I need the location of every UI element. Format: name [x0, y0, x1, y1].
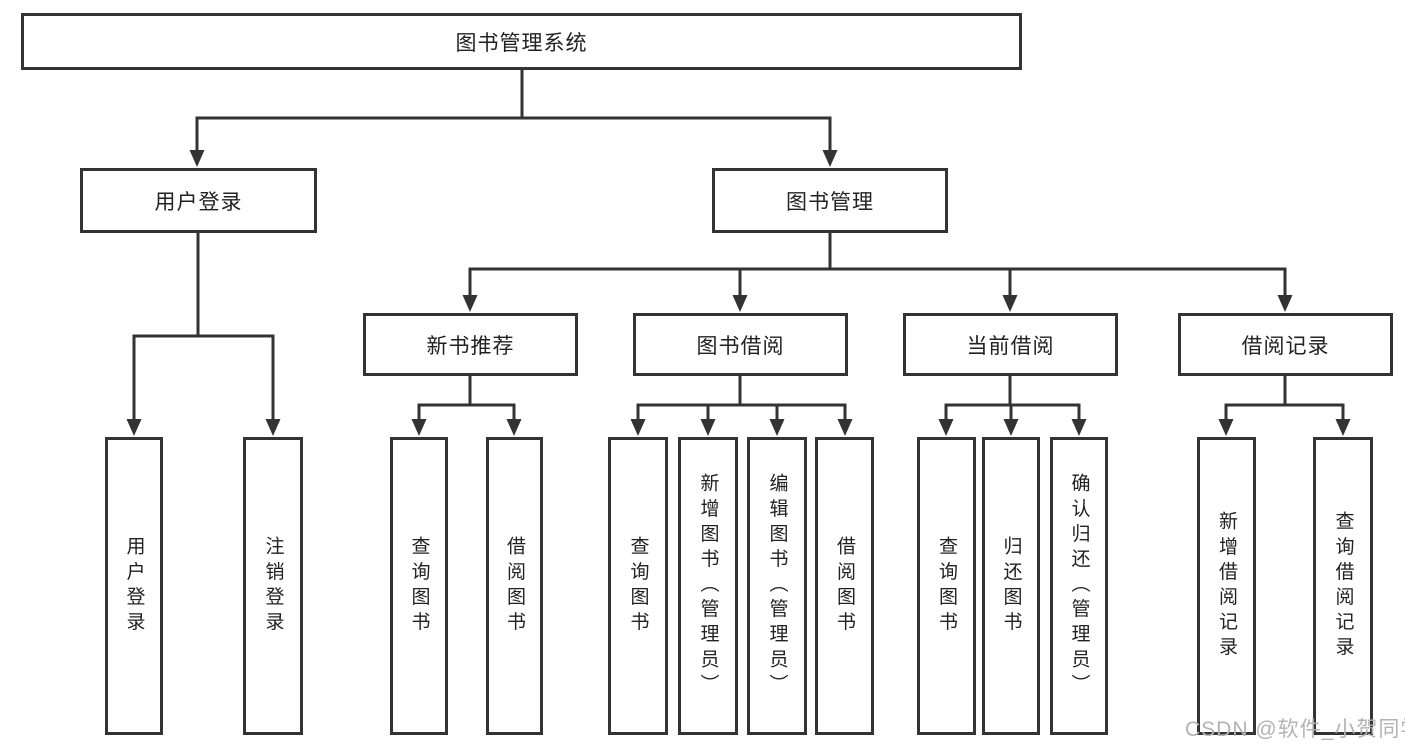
arrow-down-icon	[938, 419, 954, 436]
csdn-watermark: CSDN @软件_小贺同学	[1185, 718, 1405, 741]
arrow-down-icon	[411, 419, 427, 436]
arrow-down-icon	[265, 419, 281, 436]
node-new-book-recommendation: 新书推荐	[363, 313, 578, 376]
arrow-down-icon	[189, 150, 205, 167]
node-book-borrowing: 图书借阅	[633, 313, 848, 376]
arrow-down-icon	[1335, 419, 1351, 436]
leaf-user-login: 用户登录	[105, 437, 163, 735]
arrow-down-icon	[462, 295, 478, 312]
leaf-return-book: 归还图书	[982, 437, 1040, 735]
leaf-logout: 注销登录	[243, 437, 303, 735]
node-current-borrowing: 当前借阅	[903, 313, 1118, 376]
arrow-down-icon	[732, 295, 748, 312]
leaf-query-book-borrowing: 查询图书	[608, 437, 668, 735]
node-borrowing-records: 借阅记录	[1178, 313, 1393, 376]
node-library-management-system: 图书管理系统	[21, 13, 1022, 70]
arrow-down-icon	[630, 419, 646, 436]
leaf-confirm-return-admin: 确认归还（管理员）	[1050, 437, 1108, 735]
leaf-query-book-recommend: 查询图书	[390, 437, 448, 735]
leaf-add-borrow-record: 新增借阅记录	[1197, 437, 1256, 735]
arrow-down-icon	[822, 150, 838, 167]
arrow-down-icon	[506, 419, 522, 436]
node-user-login: 用户登录	[80, 168, 317, 233]
arrow-down-icon	[1277, 295, 1293, 312]
leaf-borrow-book-recommend: 借阅图书	[486, 437, 543, 735]
leaf-query-borrow-record: 查询借阅记录	[1313, 437, 1373, 735]
arrow-down-icon	[126, 419, 142, 436]
arrow-down-icon	[1003, 419, 1019, 436]
node-book-management: 图书管理	[712, 168, 948, 233]
leaf-edit-book-admin: 编辑图书（管理员）	[747, 437, 807, 735]
arrow-down-icon	[837, 419, 853, 436]
leaf-add-book-admin: 新增图书（管理员）	[678, 437, 738, 735]
leaf-borrow-book: 借阅图书	[815, 437, 874, 735]
leaf-query-book-current: 查询图书	[917, 437, 976, 735]
arrow-down-icon	[1071, 419, 1087, 436]
arrow-down-icon	[1002, 295, 1018, 312]
arrow-down-icon	[1218, 419, 1234, 436]
arrow-down-icon	[769, 419, 785, 436]
arrow-down-icon	[700, 419, 716, 436]
